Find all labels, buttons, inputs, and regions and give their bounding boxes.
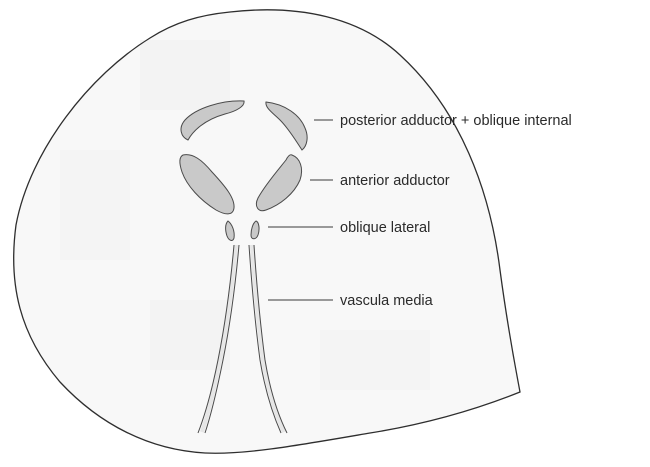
label-posterior-adductor: posterior adductor + oblique internal	[340, 113, 572, 129]
label-vascula-media: vascula media	[340, 293, 434, 309]
label-oblique-lateral: oblique lateral	[340, 220, 430, 236]
label-anterior-adductor: anterior adductor	[340, 173, 450, 189]
